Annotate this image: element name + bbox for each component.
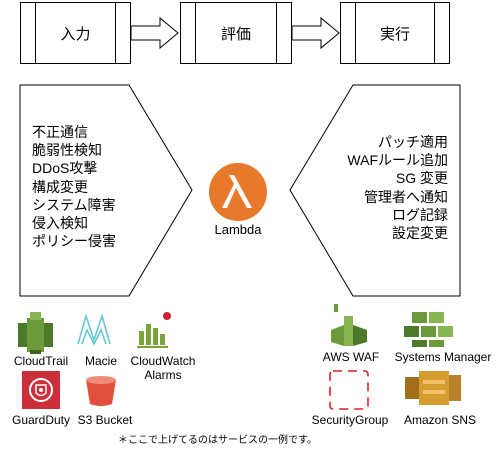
input-list-item: 侵入検知 bbox=[32, 214, 88, 231]
lambda-label: Lambda bbox=[214, 222, 262, 237]
action-list-item: SG 変更 bbox=[395, 170, 448, 187]
macie-icon bbox=[77, 313, 111, 346]
action-list: パッチ適用 WAFルール追加 SG 変更 管理者へ通知 ログ記録 設定変更 bbox=[310, 133, 448, 242]
stage-input-box: 入力 bbox=[20, 2, 131, 64]
guardduty-icon bbox=[22, 371, 60, 409]
systems-manager-label: Systems Manager bbox=[394, 350, 492, 364]
s3-bucket-label: S3 Bucket bbox=[77, 413, 133, 427]
action-list-shape bbox=[289, 84, 461, 297]
stage-input-label: 入力 bbox=[60, 26, 91, 43]
action-list-item: 設定変更 bbox=[392, 224, 448, 241]
stage-evaluate-label: 評価 bbox=[220, 26, 251, 43]
action-list-item: 管理者へ通知 bbox=[364, 188, 448, 205]
systems-manager-icon bbox=[404, 312, 453, 347]
security-group-label: SecurityGroup bbox=[311, 413, 389, 427]
s3-bucket-icon bbox=[86, 376, 116, 406]
input-list-item: DDoS攻撃 bbox=[32, 160, 98, 177]
aws-waf-label: AWS WAF bbox=[322, 350, 380, 364]
input-list-item: システム障害 bbox=[32, 196, 116, 213]
arrow-evaluate-to-execute bbox=[291, 16, 340, 50]
input-list-item: 構成変更 bbox=[32, 178, 88, 195]
input-list-shape bbox=[19, 84, 193, 297]
input-list-item: 脆弱性検知 bbox=[32, 142, 102, 159]
input-list-item: ポリシー侵害 bbox=[32, 233, 116, 250]
aws-waf-icon bbox=[331, 304, 367, 346]
input-list-item: 不正通信 bbox=[32, 124, 88, 140]
input-list: 不正通信 脆弱性検知 DDoS攻撃 構成変更 システム障害 侵入検知 ポリシー侵… bbox=[32, 123, 116, 250]
guardduty-label: GuardDuty bbox=[11, 413, 71, 427]
arrow-input-to-evaluate bbox=[130, 16, 179, 50]
cloudwatch-alarms-icon bbox=[137, 312, 171, 348]
action-list-item: WAFルール追加 bbox=[347, 152, 448, 169]
macie-label: Macie bbox=[84, 354, 117, 368]
footnote: ＊ここで上げてるのはサービスの一例です。 bbox=[118, 435, 317, 446]
amazon-sns-icon bbox=[405, 371, 461, 405]
action-list-item: ログ記録 bbox=[392, 206, 448, 223]
security-group-icon bbox=[329, 370, 369, 410]
cloudtrail-icon bbox=[18, 312, 53, 354]
action-list-item: パッチ適用 bbox=[378, 134, 448, 150]
lambda-icon bbox=[209, 163, 267, 221]
cloudwatch-alarms-label: CloudWatch Alarms bbox=[130, 354, 196, 382]
amazon-sns-label: Amazon SNS bbox=[403, 413, 477, 427]
stage-execute-box: 実行 bbox=[340, 2, 450, 64]
stage-execute-label: 実行 bbox=[379, 26, 410, 43]
cloudtrail-label: CloudTrail bbox=[13, 354, 69, 368]
